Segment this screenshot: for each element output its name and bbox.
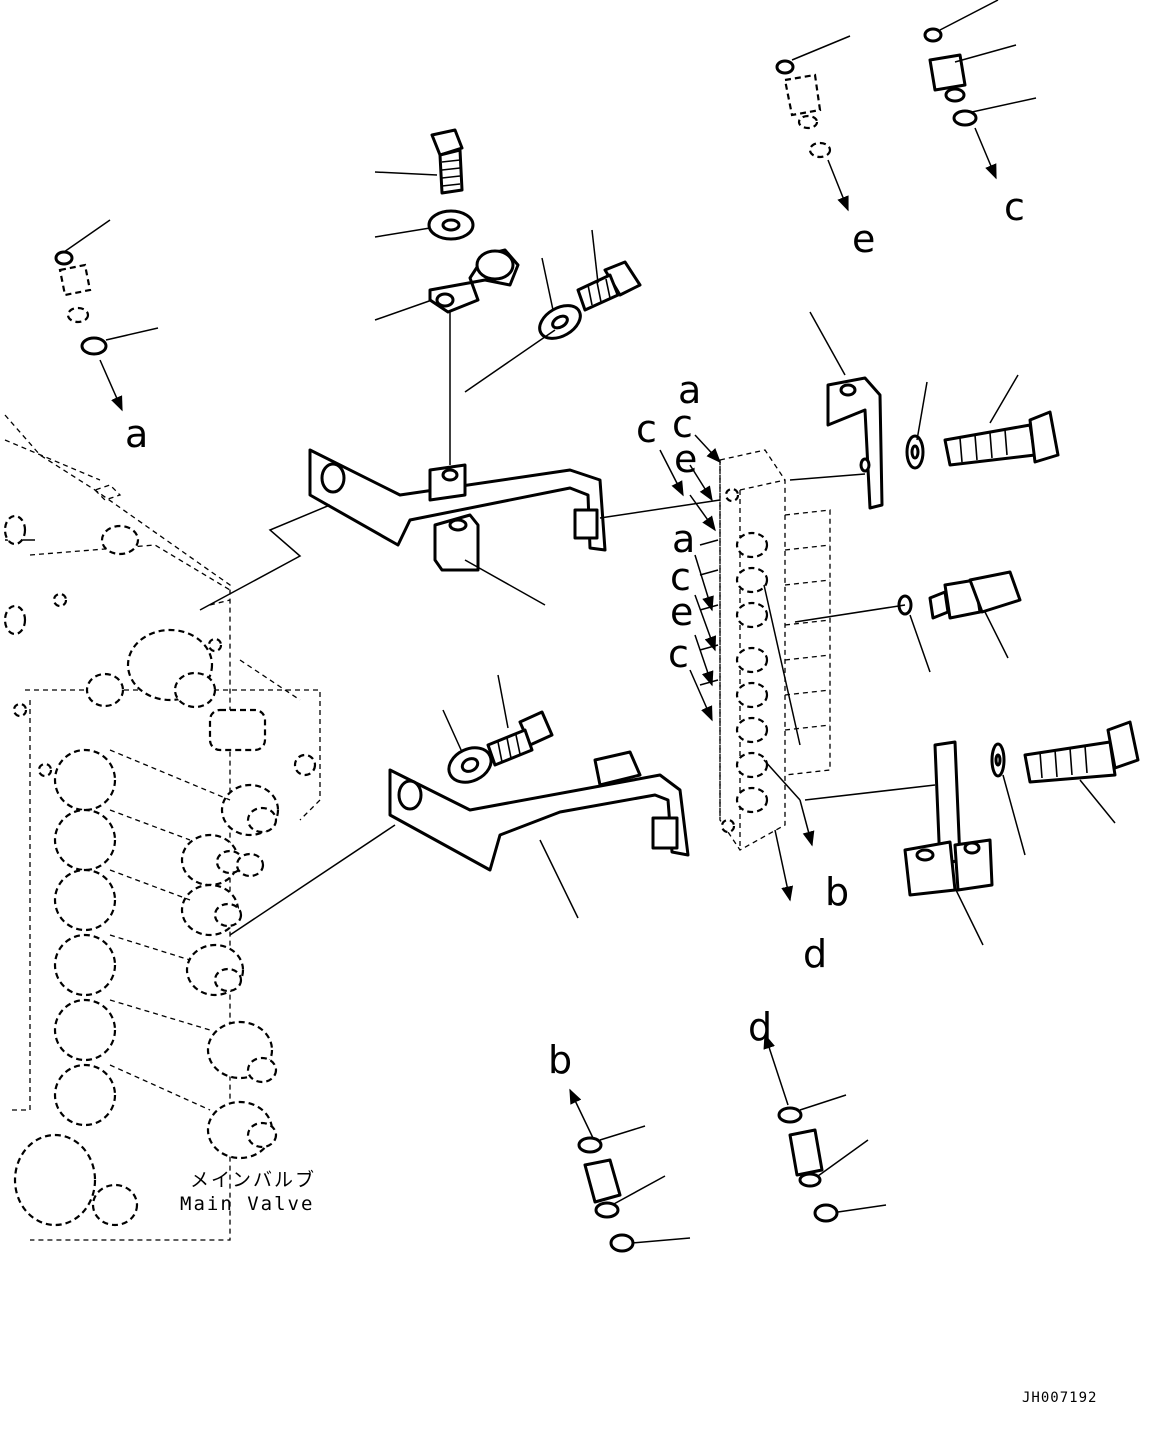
block-port-label: c (670, 555, 691, 599)
main-valve-caption: メインバルブ Main Valve (180, 1168, 316, 1215)
block-port-label: e (674, 437, 697, 481)
label-d-bottom-right: d (803, 932, 827, 976)
leader-lines (63, 0, 1116, 1244)
distribution-block (719, 449, 831, 851)
clamp-hardware (427, 128, 642, 340)
direction-arrows (99, 127, 997, 1139)
lower-bracket-hardware (447, 710, 554, 784)
block-port-label: c (668, 632, 689, 676)
block-port-label: e (670, 590, 693, 634)
caption-english: Main Valve (180, 1193, 314, 1215)
fitting-a-topleft (54, 250, 108, 356)
main-valve (3, 414, 321, 1241)
label-a-top-left: a (125, 412, 148, 456)
fitting-c-top (923, 27, 978, 127)
label-b-bottom-right: b (825, 870, 849, 914)
caption-japanese: メインバルブ (190, 1168, 316, 1191)
block-port-label: a (678, 368, 701, 412)
valve-spools (3, 484, 317, 1227)
label-b-bottom: b (548, 1038, 572, 1082)
label-d-bottom: d (748, 1005, 772, 1049)
block-port-label: a (672, 517, 695, 561)
upper-bracket (308, 448, 607, 572)
fitting-d-bottom (777, 1106, 839, 1223)
block-port-label: c (636, 407, 657, 451)
block-ports (735, 531, 769, 814)
label-c-top-right: c (1004, 185, 1025, 229)
label-e-top: e (852, 217, 875, 261)
right-mounting-parts (826, 376, 1140, 897)
drawing-code: JH007192 (1022, 1390, 1097, 1406)
fitting-b-bottom (577, 1136, 635, 1253)
fitting-e-top (775, 59, 832, 159)
block-port-label: c (672, 402, 693, 446)
lower-bracket (388, 750, 690, 872)
letter-labels: a e c b d b d a c e c a c e c (125, 185, 1025, 1082)
